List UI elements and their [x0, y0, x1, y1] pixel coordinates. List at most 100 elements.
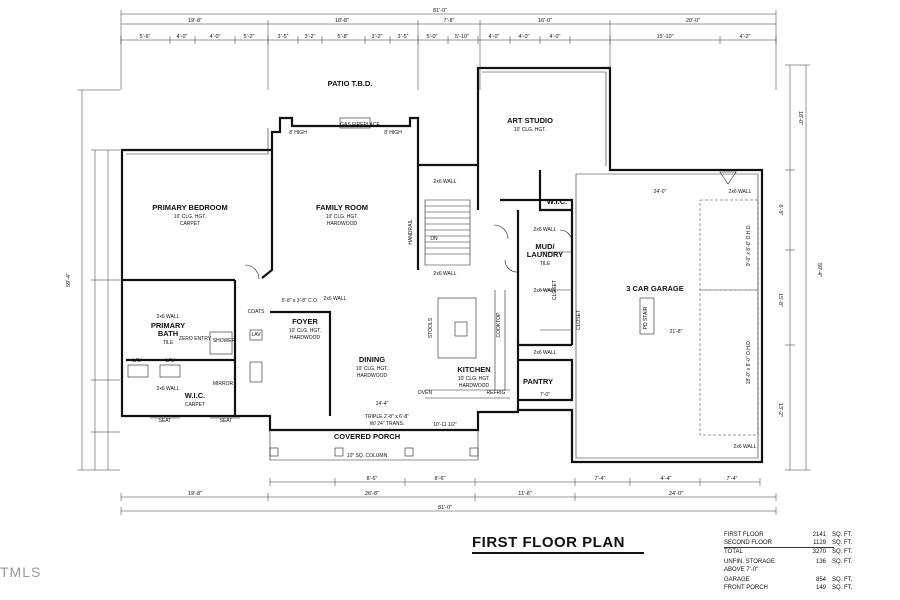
coats-note: COATS: [248, 309, 266, 315]
exterior-walls: [120, 66, 764, 464]
bottom-inner-dim-3: 7'-4": [595, 476, 606, 482]
room-labels: PATIO T.B.D. ART STUDIO 10' CLG. HGT. PR…: [151, 79, 684, 459]
area-row-storage: UNFIN. STORAGE ABOVE 7'-0" 136 SQ. FT.: [724, 558, 894, 574]
top-inner-dim: 4'-2": [740, 34, 751, 40]
area-value: 854: [815, 577, 826, 583]
room-wic-lower-floor: CARPET: [185, 402, 205, 408]
bottom-inner-dim-2: 8'-6": [435, 476, 446, 482]
room-foyer: FOYER: [292, 317, 318, 326]
top-inner-dim: 3'-2": [305, 34, 316, 40]
overall-width-top: 81'-0": [433, 8, 447, 14]
closet-note-2: CLOSET: [576, 310, 582, 330]
area-row-front-porch: FRONT PORCH 149 SQ. FT.: [724, 584, 894, 592]
garage-door-note-1: 9'-0" x 8'-0" O.H.D.: [746, 224, 752, 266]
plan-annotations: GAS FIREPLACE 8' HIGH 8' HIGH 2x6 WALL 2…: [132, 122, 756, 450]
room-garage: 3 CAR GARAGE: [626, 284, 684, 293]
room-dining-floor: HARDWOOD: [357, 373, 388, 379]
top-inner-dim: 4'-0": [519, 34, 530, 40]
room-primary-bath-floor: TILE: [163, 340, 174, 346]
room-primary-bedroom: PRIMARY BEDROOM: [152, 203, 227, 212]
bottom-dim-4: 24'-0": [669, 491, 683, 497]
top-dim-5: 20'-0": [686, 18, 700, 24]
room-dining-ceiling: 10' CLG. HGT.: [356, 366, 388, 372]
area-value: 3270: [812, 549, 826, 555]
overall-depth-right: 50'-4": [816, 263, 822, 277]
top-inner-dim: 4'-0": [489, 34, 500, 40]
room-patio: PATIO T.B.D.: [328, 79, 373, 88]
bottom-dimension-strings: 8'-6" 8'-6" 7'-4" 4'-4" 7'-4" 19'-8" 26'…: [120, 476, 777, 515]
area-row-total: TOTAL 3270 SQ. FT.: [724, 548, 894, 556]
top-inner-dim: 5'-0": [427, 34, 438, 40]
area-unit: SQ. FT.: [832, 585, 853, 591]
mirror-note: MIRROR: [213, 381, 234, 387]
porch-column-note: 10" SQ. COLUMN: [347, 453, 388, 459]
room-family-room-ceiling: 10' CLG. HGT.: [326, 214, 358, 220]
garage-inner-dim: 21'-8": [670, 329, 683, 335]
cooktop-note: COOKTOP: [496, 312, 502, 338]
bottom-dim-3: 11'-8": [518, 491, 532, 497]
area-value: 1129: [813, 540, 826, 546]
area-row-first-floor: FIRST FLOOR 2141 SQ. FT.: [724, 531, 894, 539]
interior-walls: [122, 117, 759, 461]
top-inner-dim: 3'-5": [398, 34, 409, 40]
wall-note-4: 2x6 WALL: [324, 296, 347, 302]
area-value: 136: [815, 559, 826, 565]
room-kitchen: KITCHEN: [457, 365, 490, 374]
room-kitchen-floor: HARDWOOD: [459, 383, 490, 389]
transom-note: W/ 24" TRANS.: [370, 421, 404, 427]
top-inner-dim: 4'-0": [177, 34, 188, 40]
room-primary-bath-2: BATH: [158, 329, 178, 338]
lav-note-1: LAV: [132, 358, 142, 364]
area-label: TOTAL: [724, 549, 743, 555]
top-inner-dim: 5'-6": [140, 34, 151, 40]
opening-dim-note: 5'-8" x 3'-8" C.O.: [282, 298, 319, 304]
room-covered-porch: COVERED PORCH: [334, 432, 400, 441]
mls-logo: TMLS: [0, 564, 42, 580]
bottom-dim-1: 19'-8": [188, 491, 202, 497]
side-dimension-strings: 59'-4" 50'-4" 18'-0" 6'-9" 15'-8" 13'-2": [66, 64, 822, 471]
area-label: UNFIN. STORAGE ABOVE 7'-0": [724, 559, 775, 573]
right-dim-3: 15'-8": [777, 293, 783, 307]
refrig-note: REFRIG: [487, 390, 506, 396]
area-label: FRONT PORCH: [724, 585, 768, 591]
garage-door-note-2: 18'-0" x 8'-0" O.H.D.: [746, 340, 752, 385]
top-dim-1: 19'-8": [188, 18, 202, 24]
top-inner-dim: 15'-10": [656, 34, 673, 40]
bottom-dim-2: 26'-8": [365, 491, 379, 497]
area-value: 149: [815, 585, 826, 591]
room-mud-laundry: MUD/: [535, 242, 555, 251]
closet-note-1: CLOSET: [552, 280, 558, 300]
seat-note-1: SEAT: [159, 418, 172, 424]
dining-width-dim: 14'-4": [376, 401, 389, 407]
room-family-room: FAMILY ROOM: [316, 203, 368, 212]
height-note-1: 8' HIGH: [289, 130, 307, 136]
overall-width-bottom: 81'-0": [438, 505, 452, 511]
top-inner-dim: 4'-0": [210, 34, 221, 40]
wall-note-6: 2x6 WALL: [534, 288, 557, 294]
top-inner-dim: 3'-5": [278, 34, 289, 40]
room-pantry: PANTRY: [523, 377, 553, 386]
wall-note-1: 2x6 WALL: [434, 179, 457, 185]
room-mud-laundry-2: LAUNDRY: [527, 250, 563, 259]
wall-note-5: 2x6 WALL: [534, 227, 557, 233]
wall-note-8: 2x6 WALL: [157, 314, 180, 320]
room-wic-lower: W.I.C.: [185, 391, 205, 400]
wall-note-7: 2x6 WALL: [534, 350, 557, 356]
wall-note-3: 2x6 WALL: [434, 271, 457, 277]
seat-note-2: SEAT: [220, 418, 233, 424]
room-family-room-floor: HARDWOOD: [327, 221, 358, 227]
wall-note-10: 2x6 WALL: [734, 444, 757, 450]
drawing-title: FIRST FLOOR PLAN: [472, 534, 644, 554]
top-inner-dims: 5'-6" 4'-0" 4'-0" 5'-2" 3'-5" 3'-2" 5'-8…: [140, 34, 751, 40]
area-unit: SQ. FT.: [832, 532, 853, 538]
bottom-inner-dim-5: 7'-4": [727, 476, 738, 482]
room-primary-bath: PRIMARY: [151, 321, 185, 330]
stools-note: STOOLS: [428, 317, 434, 338]
area-label: FIRST FLOOR: [724, 532, 764, 538]
area-label: GARAGE: [724, 577, 750, 583]
zero-entry-note: ZERO ENTRY: [179, 336, 212, 342]
right-dim-4: 13'-2": [777, 403, 783, 417]
kitchen-width-dim: 10'-11 1/2": [433, 422, 457, 428]
stair-down-note: DN: [430, 236, 438, 242]
